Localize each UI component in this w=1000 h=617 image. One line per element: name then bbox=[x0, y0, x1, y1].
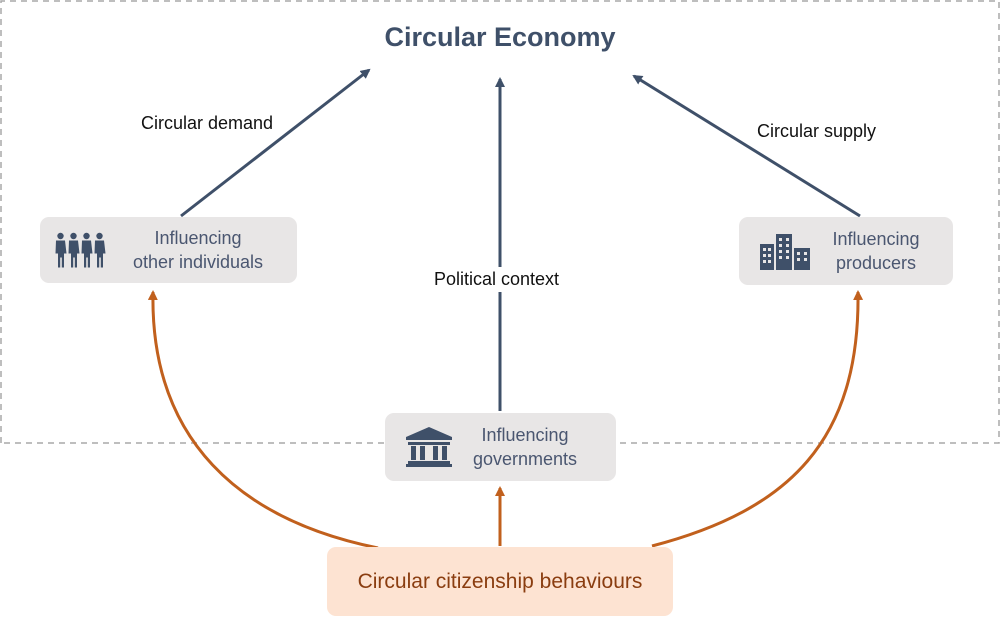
arrow-circular-supply bbox=[632, 74, 861, 218]
box-circular-citizenship: Circular citizenship behaviours bbox=[327, 547, 673, 616]
box-individuals-line2: other individuals bbox=[132, 252, 264, 272]
economy-boundary bbox=[0, 0, 1000, 444]
label-circular-supply: Circular supply bbox=[757, 121, 877, 141]
government-building-icon bbox=[405, 427, 453, 467]
box-influencing-producers: Influencing producers bbox=[739, 217, 953, 285]
diagram-title: Circular Economy bbox=[384, 22, 616, 52]
label-political-context: Political context bbox=[434, 267, 560, 292]
arrow-to-producers bbox=[651, 290, 864, 548]
box-individuals-line1: Influencing bbox=[154, 228, 242, 248]
arrow-to-individuals bbox=[147, 290, 379, 550]
box-individuals-label: Influencing other individuals bbox=[118, 226, 278, 274]
box-influencing-individuals: Influencing other individuals bbox=[40, 217, 297, 283]
label-circular-demand: Circular demand bbox=[141, 113, 274, 133]
circular-citizenship-label: Circular citizenship behaviours bbox=[357, 569, 643, 593]
box-producers-line2: producers bbox=[835, 253, 917, 273]
box-governments-line1: Influencing bbox=[481, 425, 569, 445]
box-producers-label: Influencing producers bbox=[821, 227, 931, 275]
arrow-circular-demand bbox=[180, 68, 371, 218]
people-icon bbox=[54, 232, 106, 268]
box-influencing-governments: Influencing governments bbox=[385, 413, 616, 481]
box-producers-line1: Influencing bbox=[832, 229, 920, 249]
box-governments-line2: governments bbox=[472, 449, 578, 469]
box-governments-label: Influencing governments bbox=[465, 423, 585, 471]
buildings-icon bbox=[759, 232, 811, 270]
